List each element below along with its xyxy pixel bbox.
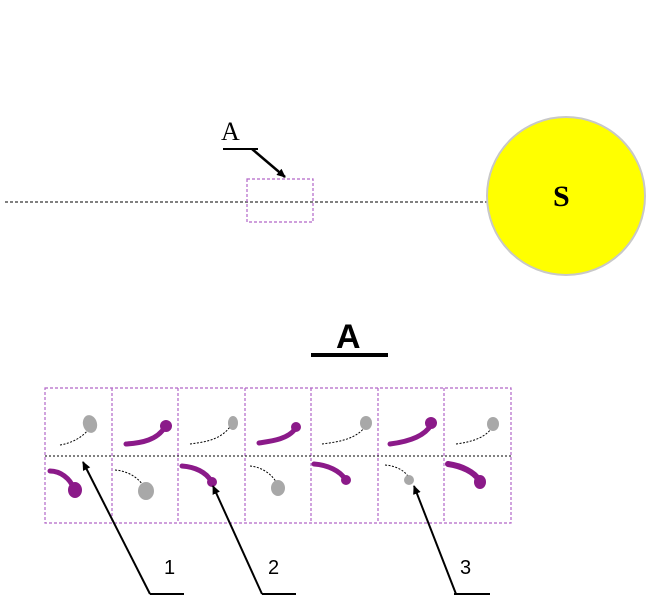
region-a-pointer-arrow [251,148,286,178]
row2-cell5-purple-comet [311,461,351,485]
callout-2-label: 2 [268,557,279,579]
row1-cell4-purple-comet [256,422,301,446]
row2-cell2-grey-comet [114,469,154,500]
row1-cell5-grey-comet [321,416,372,445]
zoom-title: A [336,318,361,356]
region-a-label: A [221,117,240,146]
region-a-box [246,178,314,223]
sun-label: S [553,180,570,213]
row1-cell2-purple-comet [123,420,172,447]
row2-cell3-purple-comet [179,463,217,487]
row2-cell4-grey-comet [249,465,285,496]
row1-cell6-purple-comet [387,417,437,447]
row1-cell7-grey-comet [455,417,499,445]
sun-disc [486,116,646,276]
row2-cell7-purple-comet [445,461,486,489]
row1-cell1-grey-comet [59,415,98,446]
callout-3-arrow [413,485,457,595]
row1-cell3-grey-comet [189,416,238,445]
callout-1-arrow [82,461,151,595]
row2-cell6-grey-comet [384,464,414,485]
callout-1-label: 1 [164,557,175,579]
callout-2-arrow [212,485,263,595]
row2-cell1-purple-comet [47,468,82,498]
callout-3-label: 3 [460,557,471,579]
